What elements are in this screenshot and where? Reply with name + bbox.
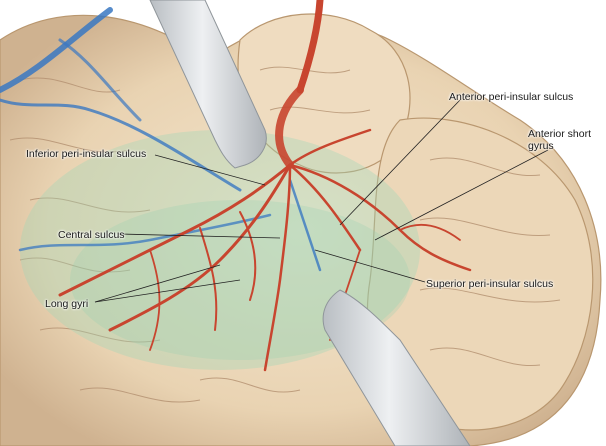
label-anterior-short-gyrus: Anterior short gyrus <box>528 128 592 152</box>
leader-anterior-short-gyrus <box>374 149 549 241</box>
veins <box>0 7 322 272</box>
leader-long-gyri-1 <box>94 264 221 303</box>
retractors <box>149 0 471 446</box>
label-long-gyri: Long gyri <box>45 298 89 310</box>
arteries <box>58 0 472 372</box>
leader-superior-peri-insular-sulcus <box>314 249 426 283</box>
leader-central-sulcus <box>119 233 281 239</box>
leader-anterior-peri-insular-sulcus <box>339 99 461 226</box>
label-superior-peri-insular-sulcus: Superior peri-insular sulcus <box>426 278 554 290</box>
leader-inferior-peri-insular-sulcus <box>154 154 266 186</box>
leader-long-gyri-2 <box>94 279 241 303</box>
leader-lines <box>94 99 549 303</box>
label-anterior-peri-insular-sulcus: Anterior peri-insular sulcus <box>449 91 574 103</box>
label-central-sulcus: Central sulcus <box>58 229 125 241</box>
label-inferior-peri-insular-sulcus: Inferior peri-insular sulcus <box>26 148 147 160</box>
